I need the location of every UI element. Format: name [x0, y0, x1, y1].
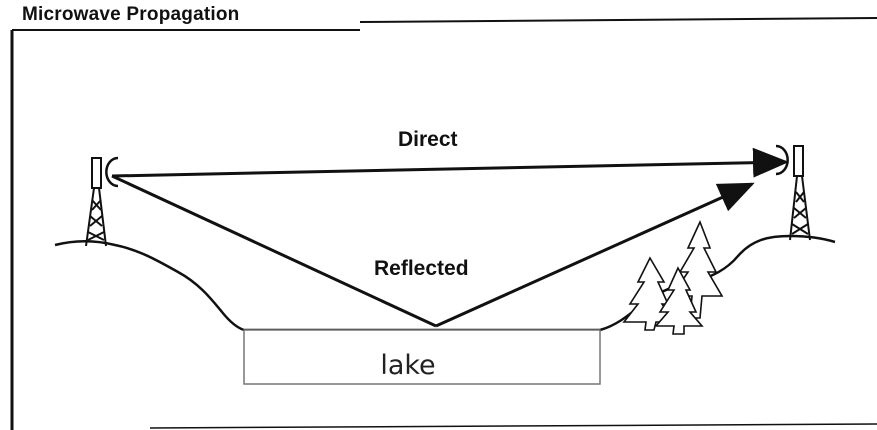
reflected-path-incident — [111, 174, 437, 328]
frame — [10, 17, 877, 430]
lake-label: lake — [380, 350, 435, 381]
right-tower — [775, 144, 811, 241]
direct-path-arrow — [111, 147, 789, 178]
tree-middle — [654, 266, 704, 335]
terrain-line — [54, 234, 836, 332]
direct-label: Direct — [398, 128, 458, 151]
lake-box — [243, 329, 601, 385]
reflected-path-arrow — [435, 182, 755, 328]
left-tower — [85, 156, 119, 247]
reflected-label: Reflected — [374, 257, 469, 280]
diagram-title: Microwave Propagation — [22, 4, 240, 25]
trees — [622, 219, 724, 335]
